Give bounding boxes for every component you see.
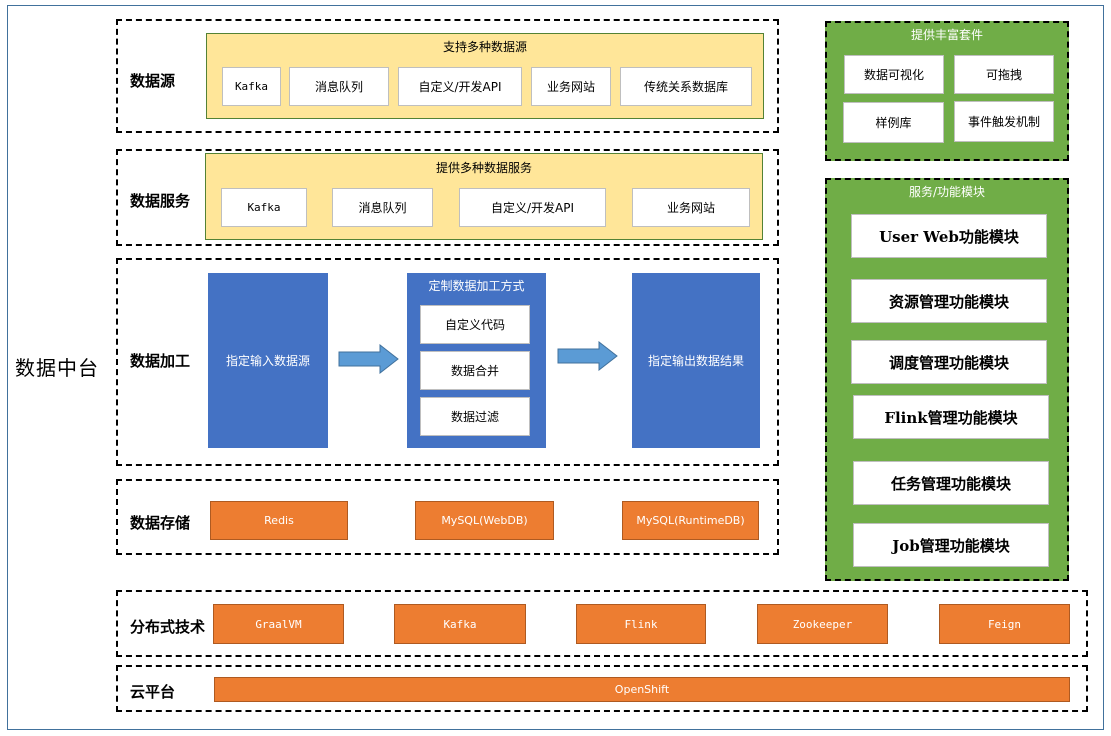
module-item: 资源管理功能模块 xyxy=(851,279,1047,323)
layer-cloud xyxy=(116,665,1088,712)
module-item: Flink管理功能模块 xyxy=(853,395,1049,439)
cloud-item: OpenShift xyxy=(214,677,1070,702)
panel-title: 支持多种数据源 xyxy=(442,40,527,54)
distributed-item: Feign xyxy=(939,604,1070,644)
suite-item: 可拖拽 xyxy=(954,55,1054,94)
suite-title: 提供丰富套件 xyxy=(910,28,983,42)
layer-label-data-service: 数据服务 xyxy=(130,192,191,210)
suite-item: 数据可视化 xyxy=(844,55,944,94)
processing-method: 数据过滤 xyxy=(420,397,530,436)
service-item: Kafka xyxy=(221,188,307,227)
distributed-item: Flink xyxy=(576,604,706,644)
layer-data-storage xyxy=(116,479,779,555)
layer-label-distributed: 分布式技术 xyxy=(130,618,206,636)
layer-label-data-processing: 数据加工 xyxy=(130,352,191,370)
layer-label-data-storage: 数据存储 xyxy=(130,514,191,532)
source-item: 业务网站 xyxy=(531,67,611,106)
source-item: Kafka xyxy=(222,67,281,106)
layer-distributed xyxy=(116,590,1088,657)
main-title: 数据中台 xyxy=(15,356,99,380)
distributed-item: Kafka xyxy=(394,604,526,644)
storage-item: MySQL(RuntimeDB) xyxy=(622,501,759,540)
output-result-block: 指定输出数据结果 xyxy=(632,273,760,448)
processing-method: 数据合并 xyxy=(420,351,530,390)
suite-item: 事件触发机制 xyxy=(954,101,1054,142)
module-item: Job管理功能模块 xyxy=(853,523,1049,567)
service-item: 业务网站 xyxy=(632,188,750,227)
processing-method: 自定义代码 xyxy=(420,305,530,344)
distributed-item: GraalVM xyxy=(213,604,344,644)
arrow-right-icon xyxy=(338,344,399,374)
input-source-block: 指定输入数据源 xyxy=(208,273,328,448)
layer-data-source xyxy=(116,19,779,133)
module-item: 任务管理功能模块 xyxy=(853,461,1049,505)
service-item: 消息队列 xyxy=(332,188,433,227)
source-item: 消息队列 xyxy=(289,67,389,106)
layer-data-service xyxy=(116,149,779,246)
storage-item: MySQL(WebDB) xyxy=(415,501,554,540)
storage-item: Redis xyxy=(210,501,348,540)
custom-processing-title: 定制数据加工方式 xyxy=(428,279,525,293)
source-item: 自定义/开发API xyxy=(398,67,522,106)
distributed-item: Zookeeper xyxy=(757,604,888,644)
module-item: 调度管理功能模块 xyxy=(851,340,1047,384)
arrow-right-icon xyxy=(557,341,618,371)
module-item: User Web功能模块 xyxy=(851,214,1047,258)
service-item: 自定义/开发API xyxy=(459,188,606,227)
modules-title: 服务/功能模块 xyxy=(908,185,986,199)
panel-title: 提供多种数据服务 xyxy=(435,161,532,175)
layer-label-data-source: 数据源 xyxy=(130,72,176,90)
suite-item: 样例库 xyxy=(843,102,944,143)
layer-data-processing xyxy=(116,258,779,466)
source-item: 传统关系数据库 xyxy=(620,67,752,106)
layer-label-cloud: 云平台 xyxy=(130,683,176,701)
